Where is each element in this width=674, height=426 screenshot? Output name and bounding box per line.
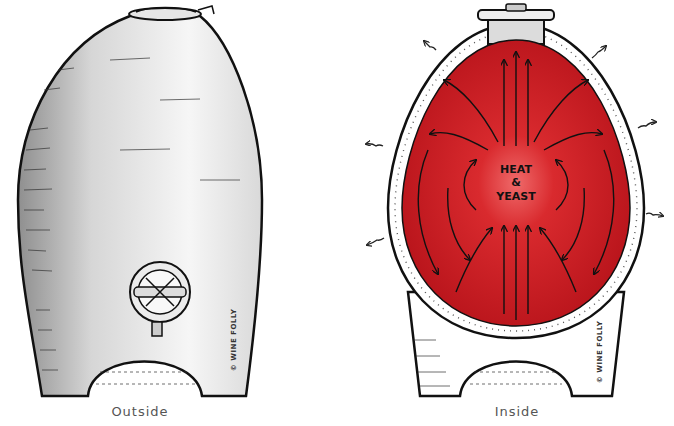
inside-egg-shell bbox=[388, 4, 644, 396]
view-caption: Inside bbox=[495, 404, 540, 419]
fermentation-chamber: HEAT & YEAST bbox=[400, 38, 632, 328]
view-caption: Outside bbox=[111, 404, 168, 419]
outside-egg bbox=[18, 6, 262, 396]
process-label: HEAT & YEAST bbox=[496, 163, 535, 203]
watermark: © WINE FOLLY bbox=[230, 309, 238, 371]
convection-arrows bbox=[418, 52, 613, 320]
watermark: © WINE FOLLY bbox=[596, 321, 604, 383]
